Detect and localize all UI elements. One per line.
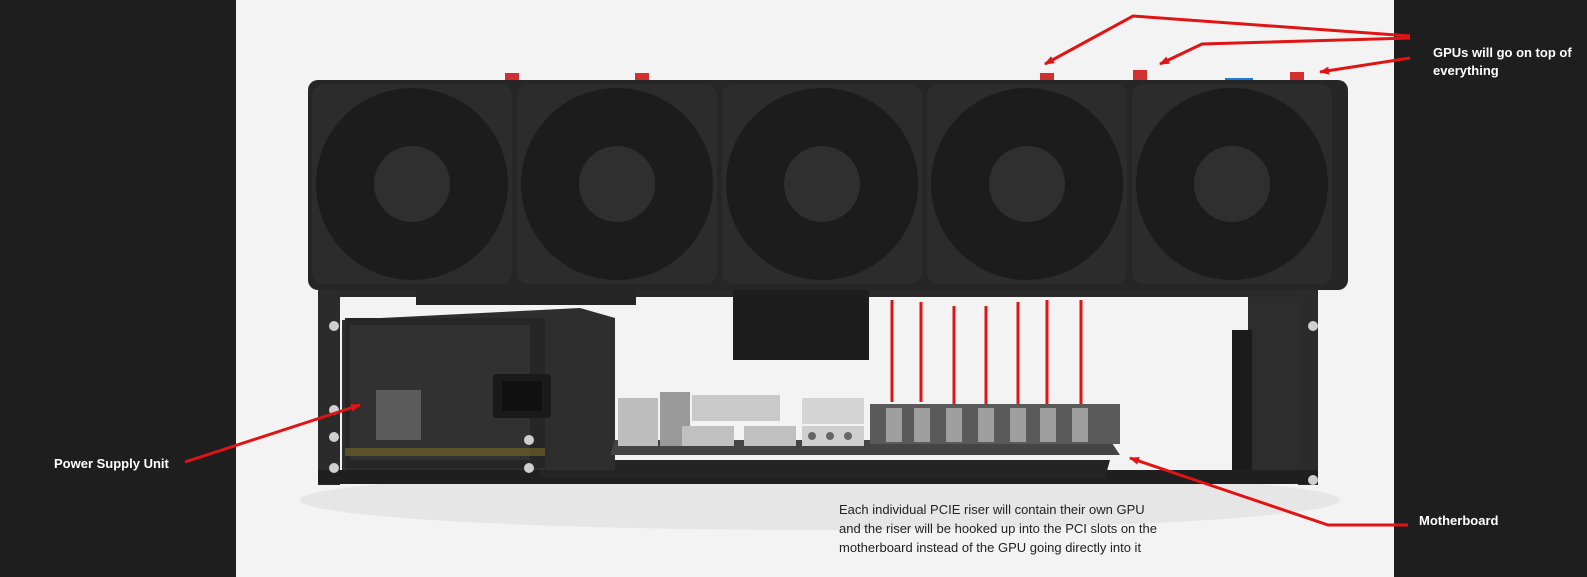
riser-note-line1: Each individual PCIE riser will contain … — [839, 502, 1145, 517]
gpu-arrow-2 — [1159, 36, 1411, 66]
gpu-arrow-1 — [1044, 14, 1411, 66]
riser-note-line3: motherboard instead of the GPU going dir… — [839, 540, 1142, 555]
fan-5 — [1132, 84, 1332, 284]
fan-4 — [927, 84, 1127, 284]
psu-label: Power Supply Unit — [54, 456, 169, 471]
fan-2 — [517, 84, 717, 284]
rig-frame — [318, 285, 1318, 485]
power-supply-unit — [342, 308, 615, 473]
motherboard-label: Motherboard — [1419, 513, 1499, 528]
gpu-arrow-3 — [1319, 56, 1411, 75]
riser-note: Each individual PCIE riser will contain … — [839, 500, 1157, 557]
annotation-arrows — [184, 14, 1411, 527]
motherboard-arrow — [1129, 456, 1408, 527]
riser-note-line2: and the riser will be hooked up into the… — [839, 521, 1157, 536]
fan-3 — [722, 84, 922, 284]
gpu-label: GPUs will go on top of everything — [1433, 44, 1572, 80]
fan-array — [308, 80, 1348, 290]
psu-arrow — [184, 403, 361, 464]
gpu-label-line1: GPUs will go on top of — [1433, 45, 1572, 60]
gpu-label-line2: everything — [1433, 63, 1499, 78]
motherboard — [610, 392, 1120, 455]
pcie-riser-lines — [890, 300, 1083, 404]
fan-1 — [312, 84, 512, 284]
pcie-slots — [886, 408, 1088, 442]
